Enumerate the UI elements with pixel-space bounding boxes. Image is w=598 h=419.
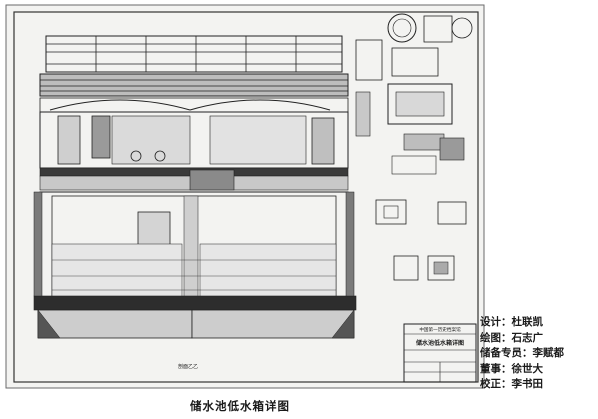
credit-designer: 设计：杜联凯 <box>480 316 543 328</box>
title-block <box>403 323 477 383</box>
title-block-drawing-title: 储水池低水箱详图 <box>415 339 464 347</box>
middle-section <box>39 111 349 191</box>
tank-section <box>33 191 357 339</box>
credits-block: 设计：杜联凯 绘图：石志广 储备专员：李赋都 董事：徐世大 校正：李书田 <box>480 315 596 393</box>
figure-caption: 储水池低水箱详图 <box>190 399 290 413</box>
credit-drafter: 绘图：石志广 <box>480 331 543 344</box>
credit-commissioner: 储备专员：李赋都 <box>480 347 564 359</box>
upper-elevation <box>39 35 349 113</box>
credit-director: 董事：徐世大 <box>480 362 543 375</box>
credit-checker: 校正：李书田 <box>480 378 543 390</box>
title-block-archive-name: 中国第一历史档案馆 <box>419 326 461 333</box>
detail-drawings <box>355 13 473 281</box>
section-label: 剖面乙乙 <box>178 363 198 370</box>
drawing-border <box>13 11 479 383</box>
